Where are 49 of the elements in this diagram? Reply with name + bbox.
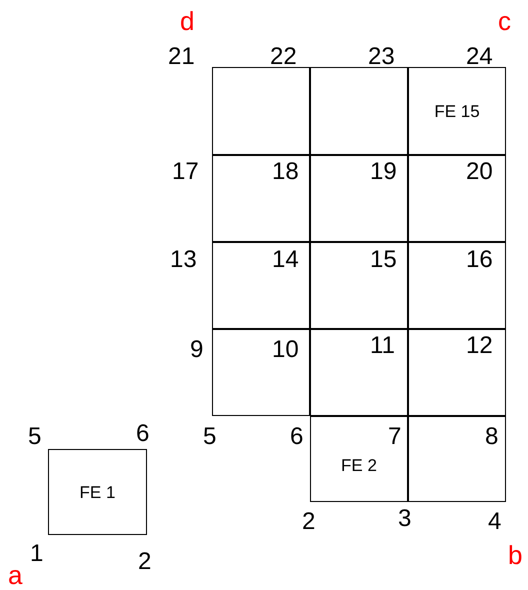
node-number: 24 bbox=[466, 45, 493, 69]
node-number: 5 bbox=[28, 425, 42, 449]
node-number: 14 bbox=[272, 248, 299, 272]
node-number: 19 bbox=[370, 160, 397, 184]
mesh-cell bbox=[408, 155, 506, 242]
corner-label: c bbox=[498, 8, 511, 34]
mesh-cell bbox=[408, 416, 506, 502]
element-label: FE 1 bbox=[80, 484, 116, 500]
node-number: 11 bbox=[370, 334, 395, 358]
mesh-cell bbox=[212, 329, 310, 416]
node-number: 20 bbox=[466, 160, 493, 184]
node-number: 9 bbox=[190, 338, 204, 362]
node-number: 6 bbox=[290, 425, 304, 449]
element-label: FE 2 bbox=[341, 456, 377, 474]
node-number: 21 bbox=[168, 45, 195, 69]
node-number: 5 bbox=[203, 425, 216, 449]
mesh-cell bbox=[310, 67, 408, 155]
mesh-cell bbox=[408, 329, 506, 416]
mesh-cell bbox=[408, 242, 506, 329]
node-number: 3 bbox=[398, 507, 412, 531]
node-number: 15 bbox=[370, 248, 397, 272]
mesh-cell bbox=[310, 155, 408, 242]
mesh-cell bbox=[310, 242, 408, 329]
node-number: 7 bbox=[388, 425, 402, 449]
corner-label: b bbox=[508, 542, 522, 568]
element-box bbox=[310, 416, 408, 502]
element-box bbox=[48, 449, 147, 535]
mesh-cell bbox=[212, 67, 310, 155]
corner-label: d bbox=[180, 8, 194, 34]
node-number: 12 bbox=[466, 334, 493, 358]
node-number: 8 bbox=[485, 425, 498, 449]
node-number: 17 bbox=[172, 160, 199, 184]
node-number: 18 bbox=[272, 160, 299, 184]
element-box bbox=[408, 67, 506, 155]
node-number: 23 bbox=[368, 45, 395, 69]
element-label: FE 15 bbox=[434, 102, 480, 120]
node-number: 4 bbox=[488, 510, 502, 534]
mesh-cell bbox=[212, 242, 310, 329]
node-number: 2 bbox=[302, 510, 316, 534]
mesh-cell bbox=[212, 155, 310, 242]
node-number: 13 bbox=[170, 248, 197, 272]
node-number: 22 bbox=[270, 45, 297, 69]
mesh-cell bbox=[310, 329, 408, 416]
node-number: 10 bbox=[272, 338, 299, 362]
node-number: 2 bbox=[138, 550, 152, 574]
node-number: 16 bbox=[466, 248, 493, 272]
node-number: 6 bbox=[136, 422, 150, 446]
corner-label: a bbox=[8, 562, 22, 588]
node-number: 1 bbox=[30, 542, 44, 566]
